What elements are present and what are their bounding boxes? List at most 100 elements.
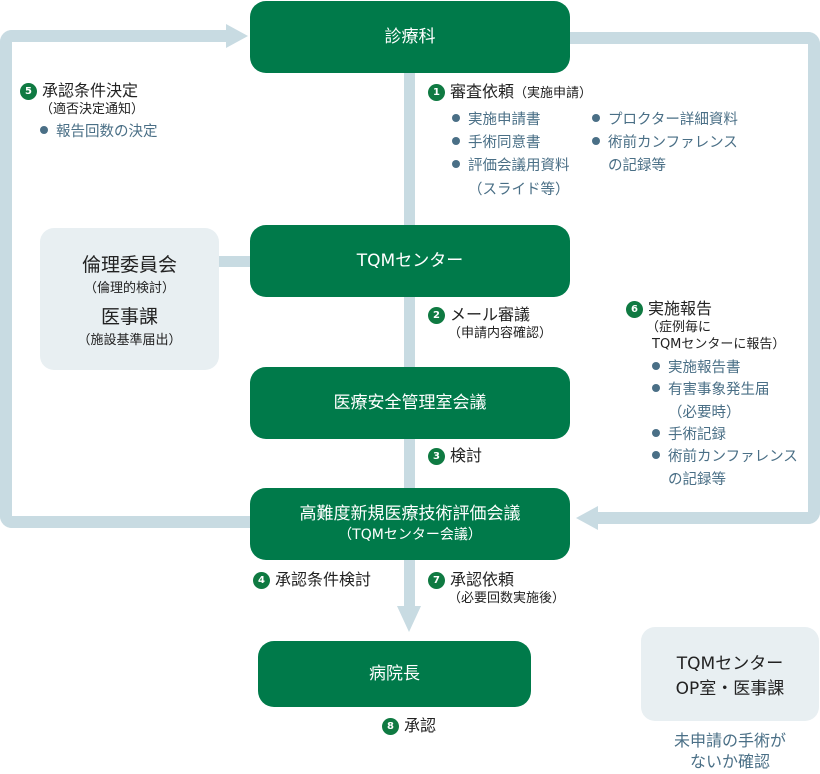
node-evaluation-sub: （TQMセンター会議） [338,527,482,544]
left-loop-vertical [0,30,12,528]
right-loop-top [570,32,820,44]
step-8-badge: 8 [382,718,399,735]
step-4-badge: 4 [253,572,270,589]
node-safety-label: 医療安全管理室会議 [333,392,487,413]
bullet-icon [652,428,660,437]
arrow-to-clinic [226,24,248,48]
list-item: 評価会議用資料 [452,155,570,178]
ethics-box: 倫理委員会 （倫理的検討） 医事課 （施設基準届出） [40,228,219,370]
list-item-continuation: の記録等 [608,158,666,175]
step-6-badge: 6 [626,301,643,318]
check-box-line2: OP室・医事課 [675,679,785,699]
node-safety-meeting: 医療安全管理室会議 [250,367,570,439]
step-2: 2 メール審議 （申請内容確認） [428,305,552,343]
right-loop-bottom [598,512,820,524]
step-1-note: （実施申請） [514,86,593,101]
step-8: 8 承認 [382,716,436,737]
bullet-icon [452,114,460,122]
step-6-note-2: TQMセンターに報告） [652,336,786,352]
ethics-connector [216,256,256,267]
list-item: 手術記録 [652,424,798,446]
list-item-text: 評価会議用資料 [468,158,570,175]
node-tqm-label: TQMセンター [356,250,464,271]
list-item-text: 実施申請書 [468,112,541,128]
check-caption-line2: ないか確認 [689,751,770,771]
bullet-icon [652,361,660,370]
step-1-title: 審査依頼 [450,82,515,101]
list-item-text: 術前カンファレンス [608,135,738,152]
list-item: 手術同意書 [452,132,570,155]
check-box: TQMセンター OP室・医事課 [641,627,819,721]
node-evaluation-title: 高難度新規医療技術評価会議 [299,504,521,525]
list-item-continuation: （必要時） [668,404,741,421]
node-director: 病院長 [258,641,531,707]
step-5-badge: 5 [20,83,37,100]
list-item: 有害事象発生届 [652,379,798,401]
center-spine [404,70,415,610]
step-1-list-col1: 実施申請書 手術同意書 評価会議用資料 （スライド等） [452,109,570,202]
list-item: 実施申請書 [452,109,570,132]
bullet-icon [592,114,600,122]
node-director-label: 病院長 [369,663,420,684]
step-1-badge: 1 [428,84,445,101]
check-caption-line1: 未申請の手術が [673,731,786,750]
step-2-note: （申請内容確認） [448,325,553,341]
list-item-text: 手術同意書 [468,135,541,152]
step-3-badge: 3 [428,448,445,465]
list-item-text: 術前カンファレンス [668,449,798,466]
bullet-icon [40,125,48,134]
node-tqm-center: TQMセンター [250,225,570,297]
step-5: 5 承認条件決定 （適否決定通知） 報告回数の決定 [20,81,158,144]
step-2-badge: 2 [428,307,445,324]
step-4: 4 承認条件検討 [253,570,371,591]
step-6: 6 実施報告 （症例毎に TQMセンターに報告） 実施報告書 有害事象発生届 （必… [626,299,798,491]
step-6-note-1: （症例毎に [646,319,712,335]
ethics-title: 倫理委員会 [81,254,177,276]
bullet-icon [452,137,460,146]
list-item: 術前カンファレンス [652,446,798,468]
check-box-line1: TQMセンター [676,654,784,674]
list-item-text: プロクター詳細資料 [608,112,738,128]
list-item-continuation: の記録等 [668,471,726,488]
arrow-to-director [397,606,421,632]
bullet-icon [652,451,660,460]
bullet-icon [592,137,600,146]
list-item: プロクター詳細資料 [592,109,738,132]
list-item: 術前カンファレンス [592,132,738,155]
step-7: 7 承認依頼 （必要回数実施後） [428,570,565,608]
left-loop-bottom [0,516,252,528]
node-clinic: 診療科 [250,1,570,73]
step-5-title: 承認条件決定 [42,81,139,100]
step-1-list-col2: プロクター詳細資料 術前カンファレンス の記録等 [592,109,738,179]
list-item-text: 手術記録 [668,426,726,443]
check-caption: 未申請の手術が ないか確認 [641,731,819,773]
bullet-icon [652,384,660,393]
right-loop-vertical [808,32,820,524]
list-item: 報告回数の決定 [20,121,158,144]
step-2-title: メール審議 [450,305,531,324]
left-loop-top [0,30,228,42]
list-item-text: 実施報告書 [668,359,741,376]
step-3: 3 検討 [428,446,482,467]
step-6-title: 実施報告 [648,299,713,318]
node-evaluation-meeting: 高難度新規医療技術評価会議 （TQMセンター会議） [250,488,570,560]
arrow-to-evaluation [576,506,598,530]
step-8-title: 承認 [404,716,437,735]
step-1: 1 審査依頼（実施申請） [428,82,592,103]
medical-affairs-sub: （施設基準届出） [77,333,182,348]
list-item-text: 有害事象発生届 [668,382,770,399]
list-item-text: 報告回数の決定 [56,123,158,140]
step-5-note: （適否決定通知） [40,101,145,117]
bullet-icon [452,160,460,169]
step-7-title: 承認依頼 [450,570,515,589]
step-3-title: 検討 [450,446,483,465]
step-7-note: （必要回数実施後） [448,590,566,606]
list-item: 実施報告書 [652,357,798,379]
step-4-title: 承認条件検討 [275,570,372,589]
node-clinic-label: 診療科 [384,26,436,47]
step-7-badge: 7 [428,572,445,589]
step-6-list: 実施報告書 有害事象発生届 （必要時） 手術記録 術前カンファレンス の記録等 [626,357,798,492]
list-item-continuation: （スライド等） [468,181,570,198]
medical-affairs-title: 医事課 [100,306,158,328]
ethics-sub: （倫理的検討） [83,281,175,296]
